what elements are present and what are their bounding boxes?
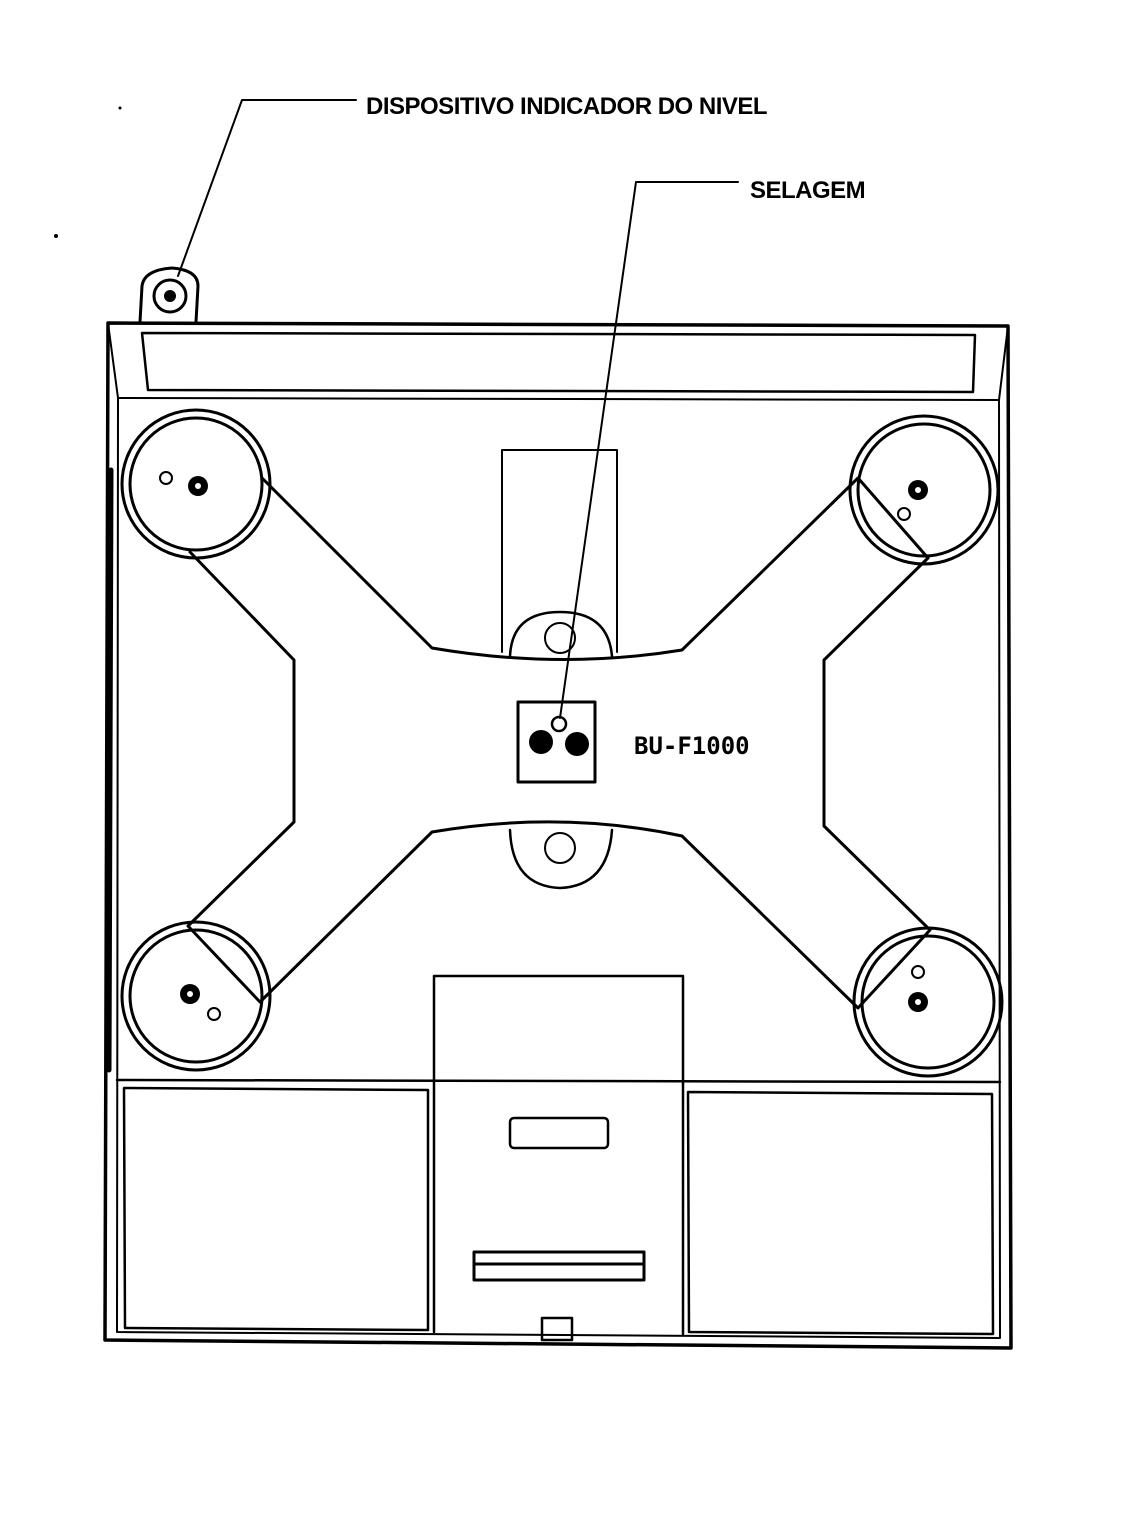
housing-outline bbox=[103, 321, 1013, 1350]
x-frame-spider bbox=[186, 476, 932, 1010]
foot-top-right-pin bbox=[897, 507, 911, 521]
seal-plate bbox=[516, 700, 597, 784]
level-indicator-bracket bbox=[138, 266, 200, 324]
center-compartment-frame bbox=[432, 974, 685, 1082]
level-indicator-device bbox=[138, 266, 200, 324]
scan-speck bbox=[118, 106, 122, 110]
center-slot-lower bbox=[472, 1250, 646, 1282]
foot-bottom-right-screw-center bbox=[915, 999, 921, 1005]
foot-bottom-left-screw-center bbox=[187, 991, 193, 997]
seal-block bbox=[516, 700, 597, 784]
foot-bottom-right bbox=[852, 926, 1004, 1078]
foot-bottom-right-inner bbox=[860, 934, 996, 1070]
seal-screw-right bbox=[565, 732, 589, 756]
bottom-compartment-left bbox=[122, 1086, 430, 1332]
level-indicator-dot bbox=[164, 290, 176, 302]
latch-tab bbox=[540, 1316, 574, 1342]
foot-top-left bbox=[120, 408, 272, 560]
foot-top-left-inner bbox=[128, 416, 264, 552]
top-panel-slot bbox=[140, 331, 977, 394]
leader-line-sealing bbox=[559, 181, 739, 719]
foot-top-right-inner bbox=[856, 422, 992, 558]
foot-top-left-outer bbox=[120, 408, 272, 560]
load-cell-upper-rect bbox=[501, 449, 618, 653]
scan-speck bbox=[54, 234, 58, 238]
foot-top-right bbox=[848, 414, 1000, 566]
foot-bottom-left-pin bbox=[207, 1007, 221, 1021]
foot-bottom-left-inner bbox=[128, 928, 264, 1064]
foot-bottom-right-outer bbox=[852, 926, 1004, 1078]
bottom-compartment-right bbox=[686, 1090, 995, 1336]
load-cell-bracket bbox=[501, 449, 618, 890]
foot-top-left-screw-center bbox=[195, 483, 201, 489]
foot-top-right-outer bbox=[848, 414, 1000, 566]
leader-line-level-indicator bbox=[177, 99, 357, 277]
scale-housing bbox=[103, 321, 1013, 1350]
label-level-indicator: DISPOSITIVO INDICADOR DO NIVEL bbox=[366, 93, 767, 120]
foot-bottom-left bbox=[120, 920, 272, 1072]
upper-mount-hole bbox=[544, 622, 576, 654]
lower-mount-lug bbox=[508, 828, 614, 890]
bottom-compartments bbox=[115, 974, 1002, 1342]
foot-top-left-pin bbox=[159, 471, 173, 485]
level-indicator-ring bbox=[152, 278, 188, 314]
top-panel-bevel-left bbox=[107, 322, 119, 399]
lower-mount-hole bbox=[544, 832, 576, 864]
center-compartment bbox=[432, 1078, 685, 1336]
housing-left-edge bbox=[106, 467, 114, 1073]
foot-bottom-left-outer bbox=[120, 920, 272, 1072]
foot-top-right-screw-center bbox=[915, 487, 921, 493]
housing-inner-wall bbox=[116, 397, 1001, 1339]
foot-bottom-right-pin bbox=[911, 965, 925, 979]
seal-wire-hole bbox=[550, 715, 568, 733]
upper-mount-lug bbox=[508, 610, 614, 658]
label-model: BU-F1000 bbox=[634, 732, 750, 760]
top-panel-bevel-right bbox=[998, 325, 1009, 401]
compartment-divider-line bbox=[115, 1078, 1002, 1084]
label-sealing: SELAGEM bbox=[750, 177, 865, 204]
seal-screw-left bbox=[529, 730, 553, 754]
center-slot-upper bbox=[508, 1116, 610, 1150]
